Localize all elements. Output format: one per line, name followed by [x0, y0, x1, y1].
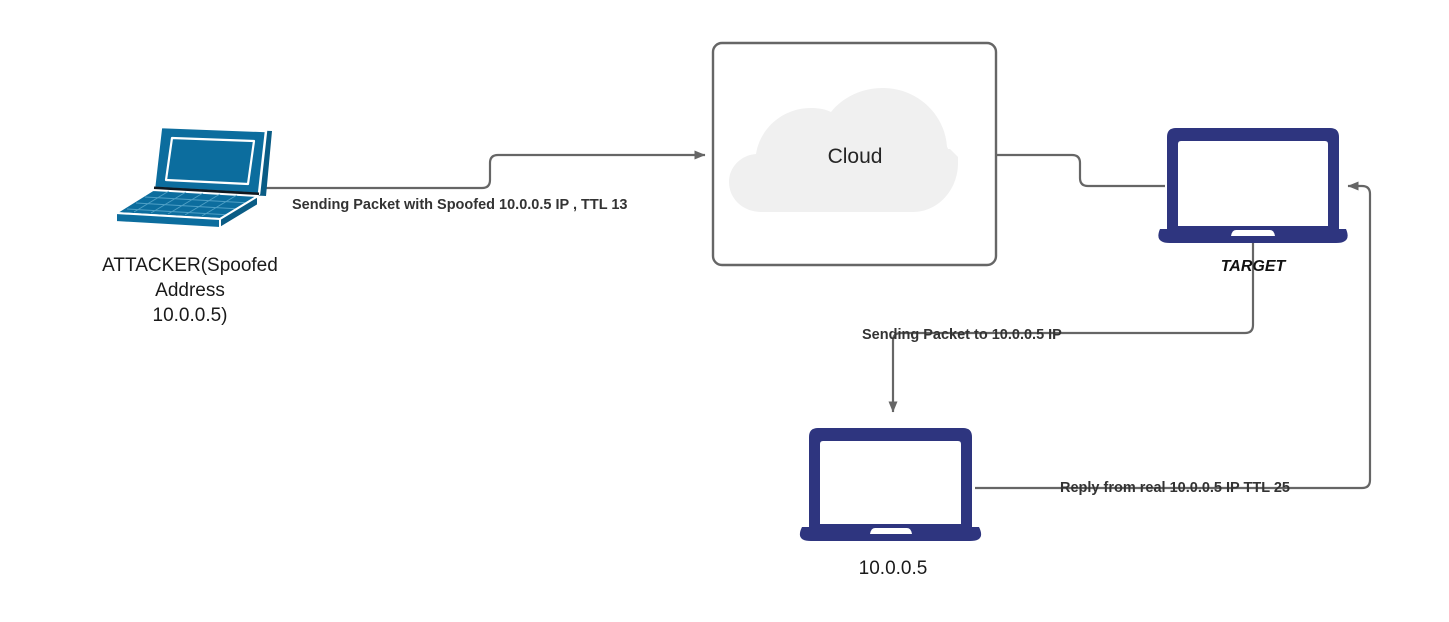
edge-victim-to-target-line: [975, 181, 1372, 490]
edge-cloud-to-target: [996, 153, 1165, 188]
edge-target-to-victim-label: Sending Packet to 10.0.0.5 IP: [862, 327, 1062, 343]
node-attacker[interactable]: ATTACKER(Spoofed Address 10.0.0.5): [102, 125, 278, 326]
node-target-label: TARGET: [1221, 258, 1287, 275]
target-laptop-icon: [1158, 128, 1348, 243]
node-cloud-label: Cloud: [828, 145, 883, 168]
edge-attacker-to-cloud-line: [263, 150, 706, 190]
edge-target-to-victim-line: [888, 243, 1255, 413]
node-cloud[interactable]: Cloud: [711, 41, 998, 267]
edge-target-to-victim: Sending Packet to 10.0.0.5 IP: [862, 243, 1255, 413]
node-attacker-label-line-1: ATTACKER(Spoofed: [102, 255, 278, 276]
attacker-laptop-icon: [115, 125, 272, 229]
node-attacker-label-line-2: Address: [155, 280, 225, 301]
edge-attacker-to-cloud: Sending Packet with Spoofed 10.0.0.5 IP …: [263, 150, 706, 213]
victim-laptop-icon: [799, 428, 982, 541]
edge-victim-to-target-label: Reply from real 10.0.0.5 IP TTL 25: [1060, 480, 1290, 496]
node-victim[interactable]: 10.0.0.5: [799, 428, 982, 579]
cloud-shape-icon: [729, 88, 958, 212]
node-target[interactable]: TARGET: [1158, 128, 1348, 275]
node-victim-label: 10.0.0.5: [859, 558, 928, 579]
edge-attacker-to-cloud-label: Sending Packet with Spoofed 10.0.0.5 IP …: [292, 197, 627, 213]
edge-victim-to-target: Reply from real 10.0.0.5 IP TTL 25: [975, 181, 1372, 496]
edge-cloud-to-target-line: [996, 153, 1165, 188]
node-attacker-label-line-3: 10.0.0.5): [153, 305, 228, 326]
